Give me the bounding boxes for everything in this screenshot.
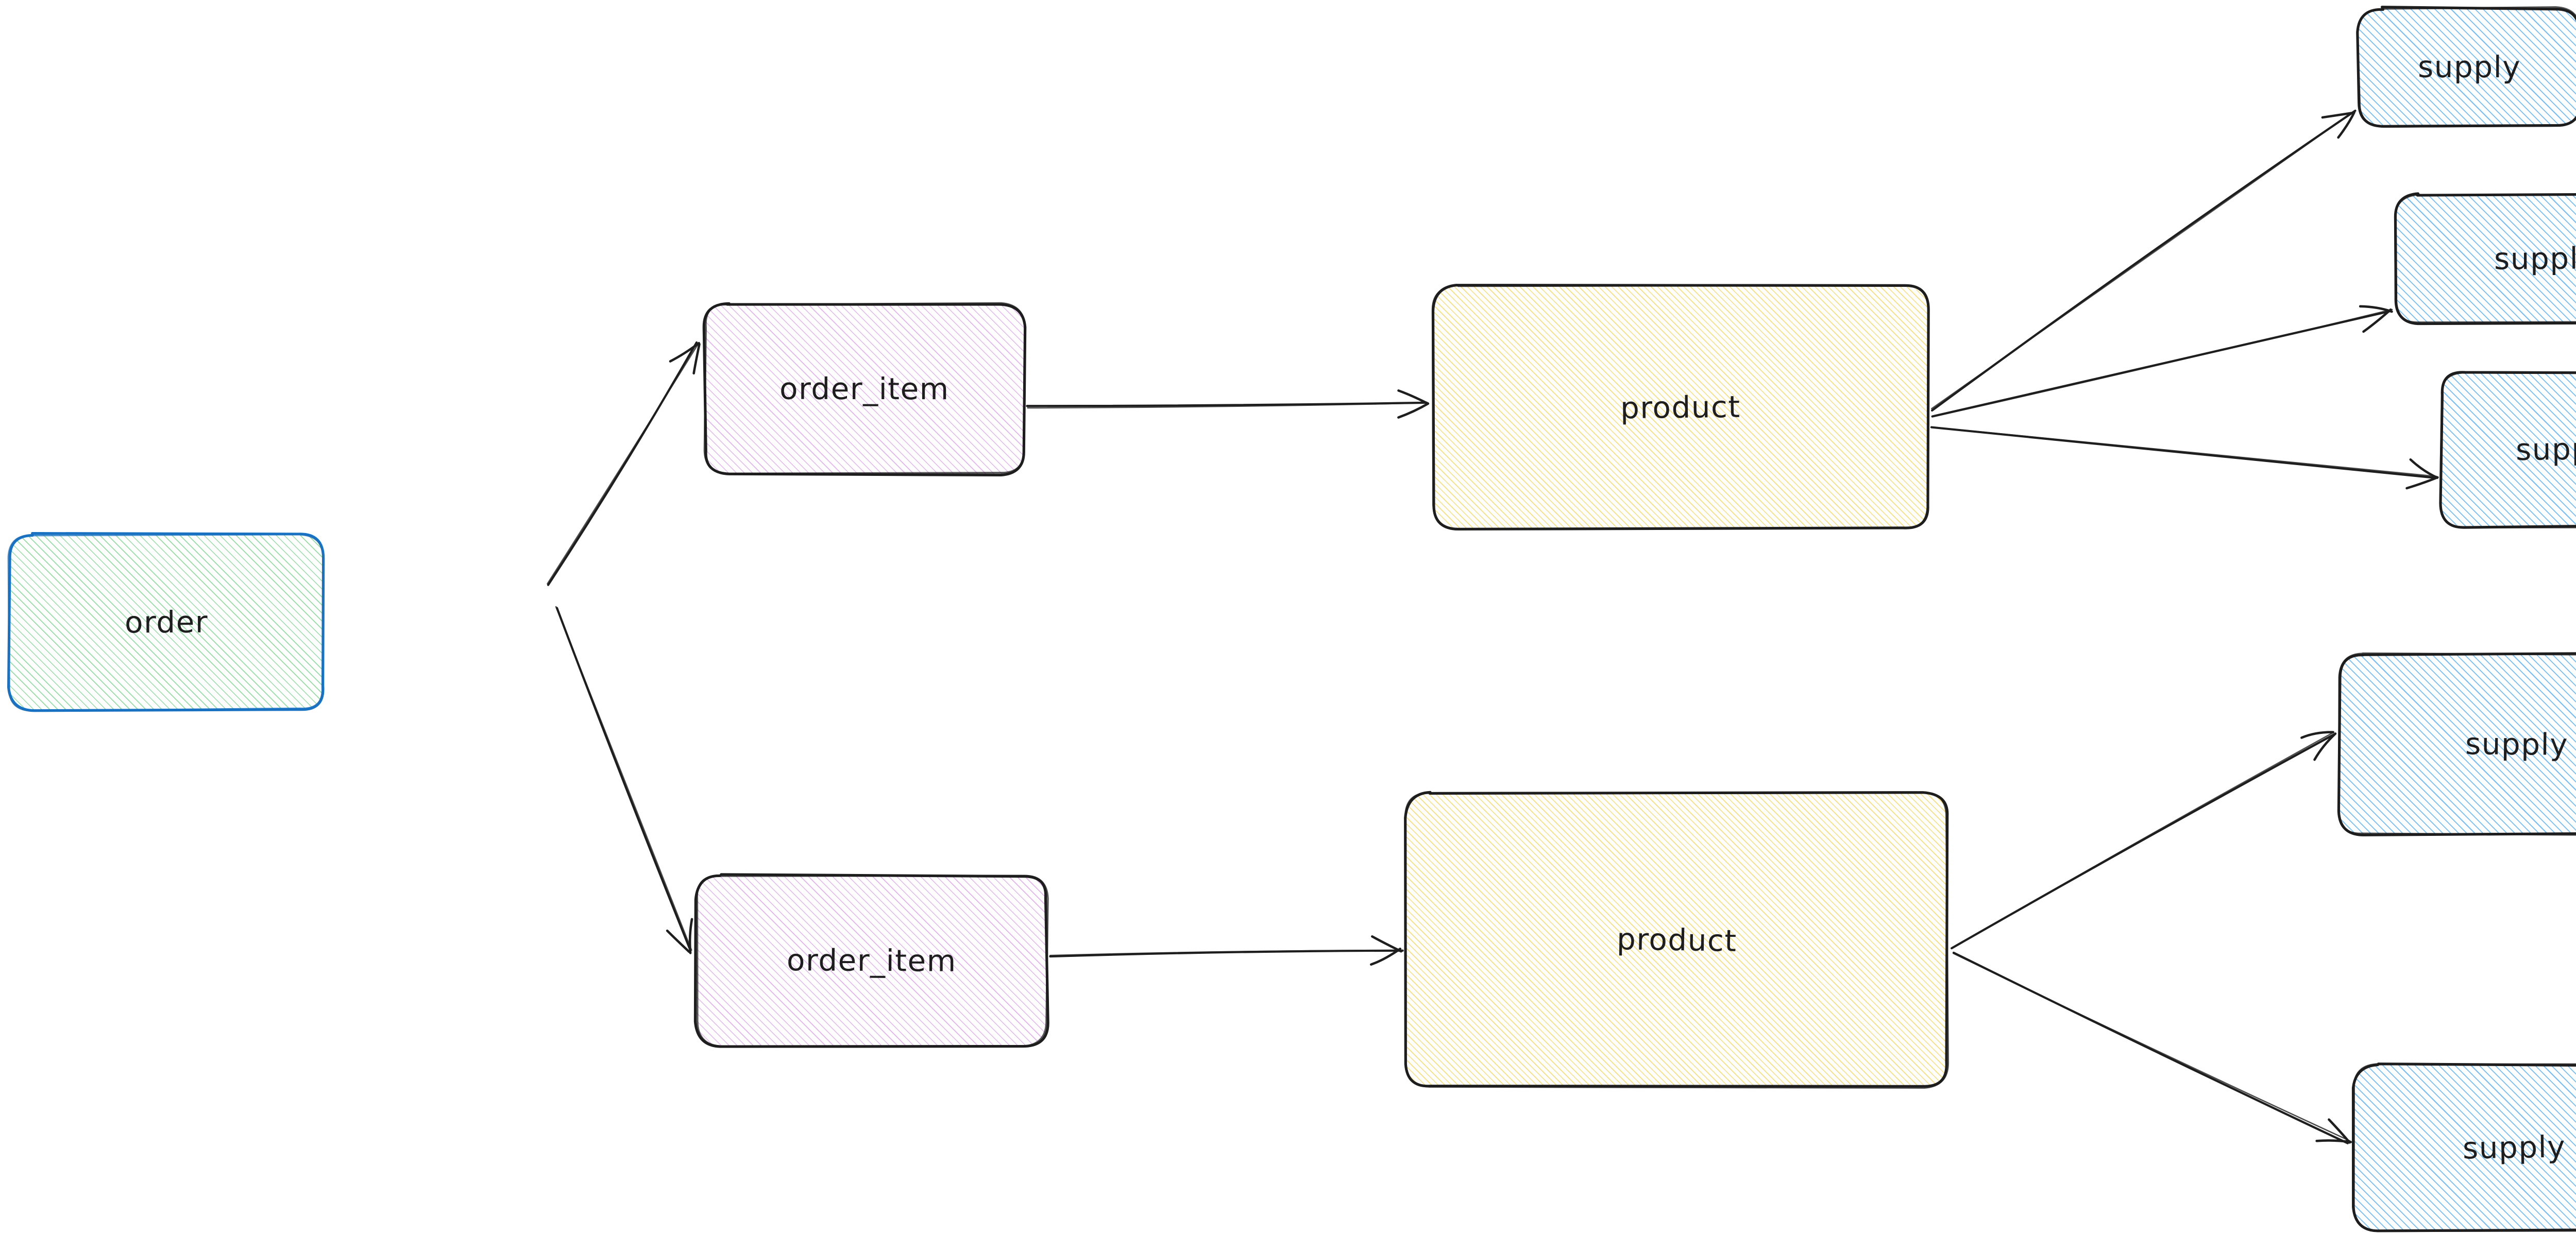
node-border: [1404, 791, 1950, 1089]
node-fill-hatch: [1406, 793, 1947, 1087]
node-fill-hatch: [2354, 1065, 2576, 1230]
node-fill-hatch: [705, 304, 1024, 474]
node-border: [2439, 371, 2576, 529]
node-label: supply: [2417, 49, 2521, 85]
node-fill-hatch: [9, 535, 324, 710]
node-border: [2351, 1062, 2576, 1232]
edge-order-to-order_item_2[interactable]: [555, 606, 693, 954]
node-label: product: [1616, 921, 1738, 958]
node-fill-hatch: [2441, 372, 2576, 526]
edge-order_item_1-to-product_1[interactable]: [1026, 389, 1430, 419]
edge-order-to-order_item_1[interactable]: [547, 341, 701, 586]
node-fill-hatch: [2359, 8, 2576, 126]
node-border: [702, 302, 1027, 476]
node-supply_3[interactable]: supply: [2439, 371, 2576, 529]
edge-order_item_2-to-product_2[interactable]: [1049, 935, 1404, 966]
node-supply_2[interactable]: supply: [2394, 192, 2576, 325]
node-order_item_2[interactable]: order_item: [693, 873, 1049, 1048]
node-product_2[interactable]: product: [1404, 791, 1950, 1089]
node-supply_4[interactable]: supply: [2337, 652, 2576, 836]
edge-product_1-to-supply_2[interactable]: [1931, 305, 2393, 418]
node-label: order: [124, 604, 209, 640]
node-border: [7, 532, 325, 712]
edge-product_2-to-supply_4[interactable]: [1951, 731, 2337, 950]
node-border: [1431, 284, 1930, 531]
edge-product_1-to-supply_1[interactable]: [1930, 109, 2357, 412]
node-border: [2356, 6, 2576, 128]
node-label: supply: [2465, 726, 2569, 762]
node-border: [693, 873, 1049, 1048]
node-supply_1[interactable]: supply: [2356, 6, 2576, 128]
node-product_1[interactable]: product: [1431, 284, 1930, 531]
node-label: supply: [2494, 241, 2576, 277]
edge-product_1-to-supply_3[interactable]: [1930, 426, 2439, 490]
node-fill-hatch: [1433, 286, 1928, 528]
node-label: order_item: [779, 371, 950, 407]
node-supply_5[interactable]: supply: [2351, 1062, 2576, 1232]
node-order_item_1[interactable]: order_item: [702, 302, 1027, 476]
node-label: supply: [2462, 1129, 2566, 1166]
node-order[interactable]: order: [7, 532, 325, 712]
node-fill-hatch: [2395, 195, 2576, 322]
node-border: [2394, 192, 2576, 325]
node-border: [2337, 652, 2576, 836]
node-label: order_item: [786, 942, 957, 979]
node-fill-hatch: [2339, 654, 2576, 834]
edge-product_2-to-supply_5[interactable]: [1952, 951, 2352, 1144]
node-fill-hatch: [697, 876, 1047, 1046]
node-label: supply: [2515, 431, 2576, 468]
node-label: product: [1620, 389, 1741, 426]
